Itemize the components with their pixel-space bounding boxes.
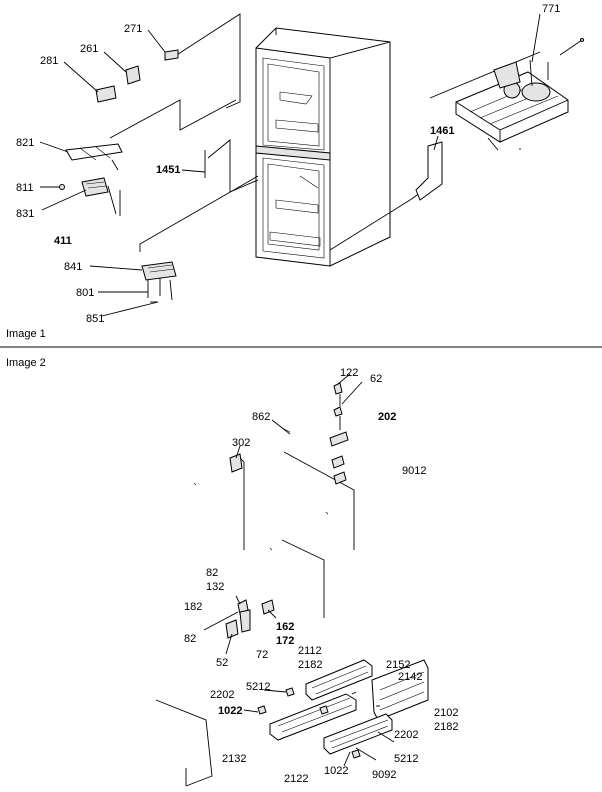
label-2132: 2132 xyxy=(222,753,246,765)
label-2142: 2142 xyxy=(398,671,422,683)
label-62: 62 xyxy=(370,373,382,385)
label-261: 261 xyxy=(80,43,98,55)
label-821: 821 xyxy=(16,137,34,149)
drawer-rail-2112 xyxy=(305,659,373,701)
label-5212-upper: 5212 xyxy=(246,681,270,693)
label-271: 271 xyxy=(124,23,142,35)
label-862: 862 xyxy=(252,411,270,423)
leaders-image2 xyxy=(203,373,395,767)
label-841: 841 xyxy=(64,261,82,273)
caption-image2: Image 2 xyxy=(6,357,46,369)
label-851: 851 xyxy=(86,313,104,325)
label-2182-lower: 2182 xyxy=(434,721,458,733)
label-1022-upper: 1022 xyxy=(218,705,242,717)
drawer-rail-right xyxy=(323,691,393,755)
leaders-image1 xyxy=(39,29,439,317)
label-1451: 1451 xyxy=(156,164,180,176)
label-801: 801 xyxy=(76,287,94,299)
label-2202-lower: 2202 xyxy=(394,729,418,741)
label-202: 202 xyxy=(378,411,396,423)
label-411: 411 xyxy=(54,235,72,247)
part-811 xyxy=(59,184,65,190)
label-132: 132 xyxy=(206,581,224,593)
part-261 xyxy=(125,65,141,85)
image2-panel: Image 2 xyxy=(6,357,458,787)
label-72: 72 xyxy=(256,649,268,661)
label-831: 831 xyxy=(16,208,34,220)
drawer-rail-2142 xyxy=(371,659,429,721)
label-52: 52 xyxy=(216,657,228,669)
door-liner xyxy=(193,427,355,618)
label-9012: 9012 xyxy=(402,465,426,477)
label-2122: 2122 xyxy=(284,773,308,785)
drawer-rail-left xyxy=(269,693,357,741)
part-831 xyxy=(81,177,121,216)
panel-2132 xyxy=(155,699,213,787)
caption-image1: Image 1 xyxy=(6,328,46,340)
label-2182-upper: 2182 xyxy=(298,659,322,671)
label-811: 811 xyxy=(16,182,34,194)
label-2102: 2102 xyxy=(434,707,458,719)
label-5212-lower: 5212 xyxy=(394,753,418,765)
part-821 xyxy=(65,143,123,171)
label-302: 302 xyxy=(232,437,250,449)
label-182: 182 xyxy=(184,601,202,613)
part-271 xyxy=(164,49,179,61)
label-1022-lower: 1022 xyxy=(324,765,348,777)
label-162: 162 xyxy=(276,621,294,633)
label-771: 771 xyxy=(542,3,560,15)
part-841 xyxy=(141,261,177,303)
label-2112: 2112 xyxy=(298,645,322,657)
label-82-lower: 82 xyxy=(184,633,196,645)
part-1461 xyxy=(415,141,443,201)
label-82-upper: 82 xyxy=(206,567,218,579)
middle-hinge-parts xyxy=(225,599,275,639)
label-172: 172 xyxy=(276,635,294,647)
top-hinge-parts xyxy=(329,382,349,485)
label-1461: 1461 xyxy=(430,125,454,137)
label-281: 281 xyxy=(40,55,58,67)
compressor-assembly-771 xyxy=(455,13,584,151)
part-281 xyxy=(95,85,117,103)
label-9092: 9092 xyxy=(372,769,396,781)
label-2152: 2152 xyxy=(386,659,410,671)
refrigerator-cabinet xyxy=(255,27,391,267)
label-122: 122 xyxy=(340,367,358,379)
label-2202-upper: 2202 xyxy=(210,689,234,701)
image1-panel: 271 261 281 771 821 811 831 411 1451 146… xyxy=(6,3,584,340)
small-clips xyxy=(257,687,361,759)
